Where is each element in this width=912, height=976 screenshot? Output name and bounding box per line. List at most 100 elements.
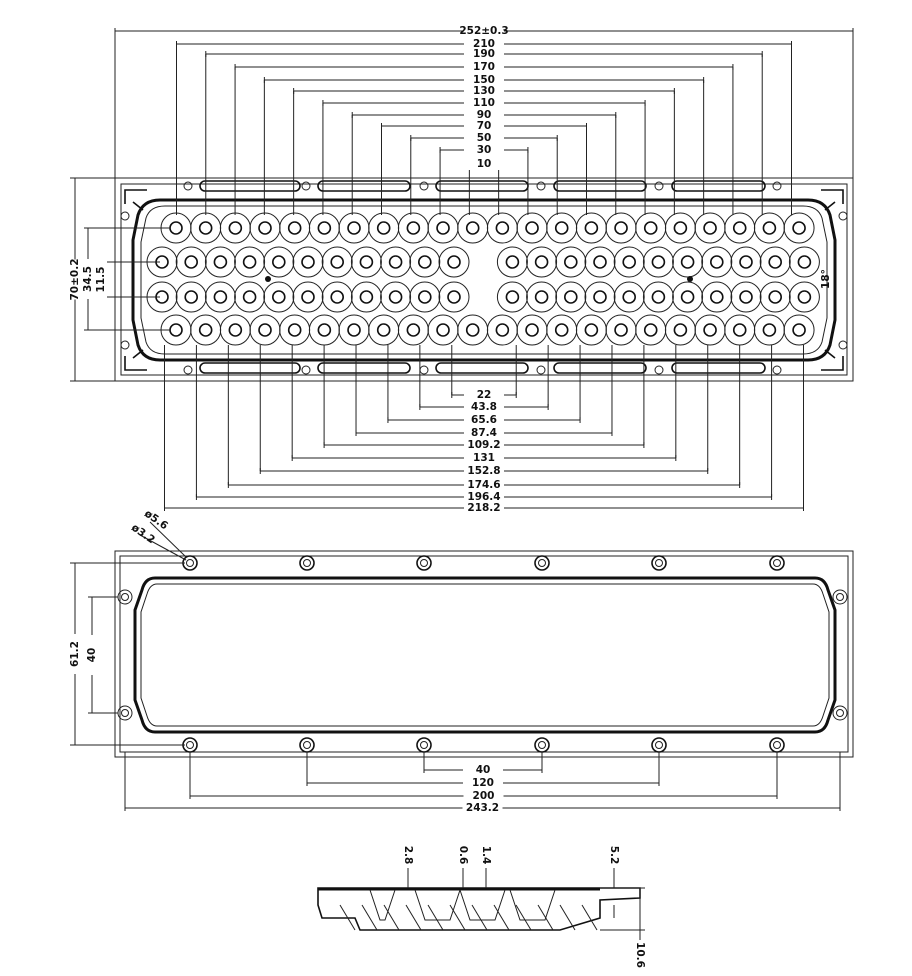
mounting-hole-outer <box>651 737 667 753</box>
lens-center <box>739 290 753 304</box>
hatch-line <box>427 904 444 931</box>
lens-outline <box>263 281 295 313</box>
lens-outline <box>496 246 528 278</box>
dimension-label: 109.2 <box>467 439 500 451</box>
mounting-slot <box>199 362 301 374</box>
lens-center <box>169 323 183 337</box>
label-bg <box>86 635 98 675</box>
label-bg <box>464 132 504 144</box>
mounting-hole-outer <box>299 737 315 753</box>
label-bg <box>464 144 504 156</box>
lens-center <box>505 255 520 269</box>
lens-outline <box>783 314 815 346</box>
lens-outline <box>516 212 548 244</box>
lens-center <box>184 255 198 269</box>
dimension-label: 1.4 <box>480 846 492 865</box>
lens-center <box>797 290 812 304</box>
lens-outline <box>438 246 470 278</box>
mounting-hole-outer <box>534 737 550 753</box>
lens-center <box>317 323 332 337</box>
lens-center <box>495 323 510 337</box>
screw-hole <box>536 181 546 191</box>
lens-center <box>584 221 599 235</box>
lens-center <box>242 255 257 269</box>
lens-center <box>169 221 183 235</box>
label-bg <box>464 158 504 170</box>
lens-outline <box>664 314 696 346</box>
mounting-hole-inner <box>538 559 546 567</box>
hatch-line <box>405 904 422 931</box>
plate-inner-edge <box>120 183 848 376</box>
lens-center <box>554 323 569 337</box>
corner-bracket <box>124 189 147 211</box>
lens-center <box>436 221 450 235</box>
label-bg <box>464 61 504 73</box>
lens-outline <box>635 212 667 244</box>
mounting-hole-inner <box>773 741 781 749</box>
lens-center <box>213 290 228 304</box>
lens-center <box>563 255 578 269</box>
lens-center <box>184 290 198 304</box>
label-bg <box>464 25 504 37</box>
lens-center <box>359 290 374 304</box>
lens-outline <box>234 246 266 278</box>
lens-center <box>330 255 345 269</box>
side-hole-inner <box>836 593 844 601</box>
screw-hole <box>838 211 848 221</box>
lens-center <box>301 255 315 269</box>
lens-center <box>525 323 539 337</box>
lens-center <box>447 255 461 269</box>
lens-center <box>228 221 243 235</box>
lens-center <box>768 290 783 304</box>
lens-outline <box>635 314 667 346</box>
dimension-label: 218.2 <box>467 502 500 514</box>
lens-center <box>287 221 302 235</box>
lens-outline <box>175 281 207 313</box>
lens-center <box>447 290 461 304</box>
locator-pin <box>265 276 271 282</box>
lens-center <box>622 290 637 304</box>
lens-center <box>534 255 549 269</box>
lens-outline <box>642 281 674 313</box>
dimension-label: 87.4 <box>471 427 497 439</box>
screw-hole <box>772 181 782 191</box>
lens-outline <box>338 212 370 244</box>
lens-outline <box>672 281 704 313</box>
lens-center <box>271 255 286 269</box>
screw-hole <box>120 211 130 221</box>
dimension-label: 70 <box>477 120 492 132</box>
hatch-line <box>581 904 598 931</box>
corner-bracket <box>821 349 844 371</box>
lens-array-inner-border <box>140 205 828 355</box>
mounting-hole-inner <box>420 741 428 749</box>
mounting-slot <box>435 362 529 374</box>
lens-center <box>198 221 213 235</box>
lens-center <box>643 221 658 235</box>
lens-outline <box>788 281 820 313</box>
lens-outline <box>555 281 587 313</box>
screw-hole <box>419 365 429 375</box>
label-bg <box>464 109 504 121</box>
label-bg <box>464 38 504 50</box>
mounting-slot <box>199 180 301 192</box>
screw-hole <box>536 365 546 375</box>
hatch-line <box>361 904 378 931</box>
gasket-inner <box>140 583 830 727</box>
mounting-slot <box>435 180 529 192</box>
lens-center <box>465 323 480 337</box>
lens-outline <box>605 212 637 244</box>
dimension-label: 243.2 <box>466 802 499 814</box>
label-bg <box>464 427 504 439</box>
corner-bracket <box>124 349 147 371</box>
lens-outline <box>575 212 607 244</box>
lens-outline <box>642 246 674 278</box>
lens-outline <box>292 246 324 278</box>
lens-center <box>768 255 783 269</box>
mounting-hole-inner <box>655 559 663 567</box>
lens-outline <box>409 281 441 313</box>
lens-outline <box>701 246 733 278</box>
dimension-label: 210 <box>473 38 495 50</box>
mounting-hole-inner <box>303 741 311 749</box>
